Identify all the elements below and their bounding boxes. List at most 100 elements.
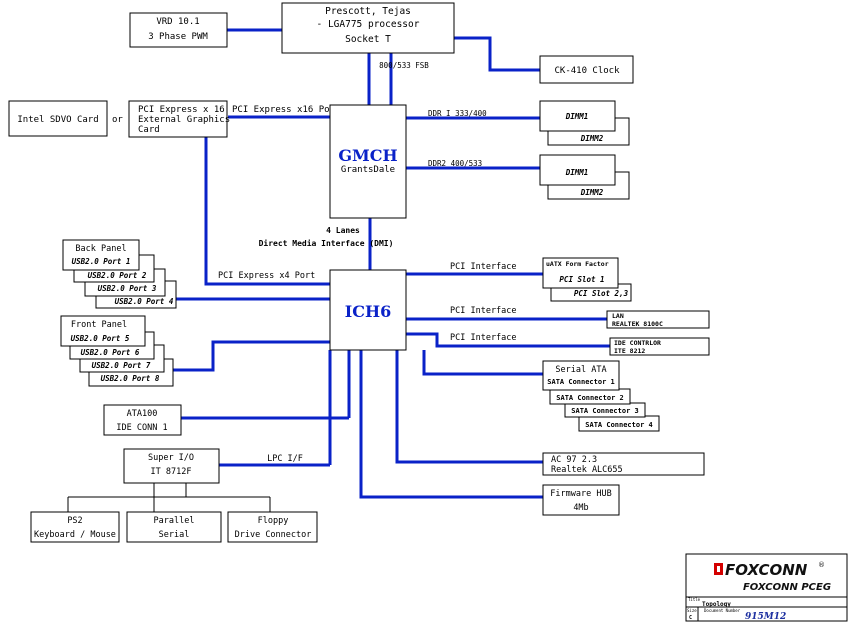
ps2-box: PS2 Keyboard / Mouse [30, 511, 120, 543]
svg-text:IDE CONTRLOR: IDE CONTRLOR [614, 339, 661, 347]
svg-text:Card: Card [138, 125, 160, 135]
bus-lines [172, 28, 610, 499]
ich6-hub: ICH6 [329, 269, 407, 351]
dimm1-label: DIMM1 [565, 112, 589, 121]
pcie-graphics-box: PCI Express x 16 External Graphics Card [128, 100, 230, 138]
dimm2-label: DIMM2 [580, 134, 604, 143]
floppy-box: Floppy Drive Connector [227, 511, 318, 543]
svg-text:PCI Express x 16: PCI Express x 16 [138, 105, 225, 115]
pci-slot-2-3: PCI Slot 2,3 [574, 289, 629, 298]
svg-text:Parallel: Parallel [154, 516, 195, 526]
usb-port-7: USB2.0 Port 7 [92, 361, 151, 370]
dimm-group-ddr2: DIMM1 DIMM2 [539, 154, 630, 200]
document-number-label: Document Number [704, 608, 741, 613]
usb-port-6: USB2.0 Port 6 [81, 348, 140, 357]
svg-text:External Graphics: External Graphics [138, 115, 230, 125]
svg-text:AC 97 2.3: AC 97 2.3 [551, 455, 597, 465]
svg-text:Serial: Serial [159, 530, 190, 540]
or-label: or [112, 115, 123, 125]
dmi-lanes-label: 4 Lanes [326, 226, 360, 235]
registered-mark-icon: ® [818, 561, 825, 569]
ddr1-label: DDR I 333/400 [428, 109, 487, 118]
pci-interface-label-1: PCI Interface [450, 262, 517, 272]
svg-text:Intel SDVO Card: Intel SDVO Card [17, 115, 98, 125]
svg-text:Floppy: Floppy [258, 516, 289, 526]
sata-connector-3: SATA Connector 3 [571, 407, 638, 415]
ddr2-label: DDR2 400/533 [428, 159, 482, 168]
svg-text:ITE 8212: ITE 8212 [614, 347, 645, 355]
svg-text:ATA100: ATA100 [127, 409, 158, 419]
gmch-hub: GMCH GrantsDale [329, 104, 407, 219]
svg-text:CK-410 Clock: CK-410 Clock [554, 66, 620, 76]
title-block: FOXCONN ® FOXCONN PCEG Title Topology Si… [685, 553, 848, 622]
company-name: FOXCONN PCEG [743, 582, 831, 593]
usb-port-3: USB2.0 Port 3 [98, 284, 157, 293]
svg-text:Drive Connector: Drive Connector [235, 530, 312, 540]
size-label: Size [687, 608, 697, 613]
svg-text:GMCH: GMCH [338, 146, 397, 165]
title-label: Title [688, 597, 701, 602]
svg-text:Prescott, Tejas: Prescott, Tejas [325, 6, 411, 17]
document-number: 915M12 [745, 612, 786, 622]
lan-box: LAN REALTEK 8100C [606, 310, 710, 329]
sata-connector-1: SATA Connector 1 [547, 378, 614, 386]
vrd-box: VRD 10.1 3 Phase PWM [129, 12, 228, 48]
dimm-group-ddr1: DIMM1 DIMM2 [539, 100, 630, 146]
sata-group: Serial ATA SATA Connector 1 SATA Connect… [542, 360, 660, 432]
pci-slot-1: PCI Slot 1 [559, 275, 604, 284]
sata-connector-4: SATA Connector 4 [585, 421, 652, 429]
svg-text:- LGA775 processor: - LGA775 processor [317, 19, 420, 30]
dimm2-label: DIMM2 [580, 188, 604, 197]
sata-title: Serial ATA [555, 365, 606, 375]
superio-connectors [67, 483, 271, 512]
svg-text:ICH6: ICH6 [345, 302, 391, 321]
pci-interface-label-2: PCI Interface [450, 306, 517, 316]
usb-port-8: USB2.0 Port 8 [101, 374, 160, 383]
svg-text:FOXCONN: FOXCONN [725, 561, 808, 579]
svg-text:PS2: PS2 [67, 516, 82, 526]
superio-box: Super I/O IT 8712F [123, 448, 220, 484]
usb-port-1: USB2.0 Port 1 [72, 257, 131, 266]
usb-port-2: USB2.0 Port 2 [88, 271, 147, 280]
cpu-box: Prescott, Tejas - LGA775 processor Socke… [281, 2, 455, 54]
sdvo-card-box: Intel SDVO Card [8, 100, 108, 137]
firmware-hub-box: Firmware HUB 4Mb [542, 484, 620, 516]
pcie4-label: PCI Express x4 Port [218, 271, 315, 281]
ide-controller-box: IDE CONTRLOR ITE 8212 [609, 337, 710, 356]
sata-connector-2: SATA Connector 2 [556, 394, 623, 402]
svg-text:4Mb: 4Mb [573, 503, 588, 513]
size-value: C [689, 615, 692, 621]
svg-text:GrantsDale: GrantsDale [341, 165, 395, 175]
ata100-box: ATA100 IDE CONN 1 [103, 404, 182, 436]
svg-text:Socket T: Socket T [345, 34, 391, 45]
back-panel-title: Back Panel [75, 244, 126, 254]
svg-text:3 Phase PWM: 3 Phase PWM [148, 32, 208, 42]
clock-box: CK-410 Clock [539, 55, 634, 84]
foxconn-logo: FOXCONN ® [714, 561, 825, 579]
svg-text:IT 8712F: IT 8712F [151, 467, 192, 477]
svg-text:REALTEK 8100C: REALTEK 8100C [612, 320, 663, 328]
form-factor-label: uATX Form Factor [546, 260, 609, 268]
svg-text:Realtek ALC655: Realtek ALC655 [551, 465, 623, 475]
usb-port-5: USB2.0 Port 5 [71, 334, 130, 343]
pci-slot-group: uATX Form Factor PCI Slot 1 PCI Slot 2,3 [542, 257, 632, 302]
svg-text:VRD 10.1: VRD 10.1 [156, 17, 199, 27]
svg-text:IDE CONN 1: IDE CONN 1 [116, 423, 167, 433]
front-panel-group: Front Panel USB2.0 Port 5 USB2.0 Port 6 … [60, 315, 174, 387]
svg-text:Keyboard / Mouse: Keyboard / Mouse [34, 530, 116, 540]
back-panel-group: Back Panel USB2.0 Port 1 USB2.0 Port 2 U… [62, 239, 177, 309]
dimm1-label: DIMM1 [565, 168, 589, 177]
ac97-box: AC 97 2.3 Realtek ALC655 [542, 452, 705, 476]
svg-text:LAN: LAN [612, 312, 624, 320]
pci-interface-label-3: PCI Interface [450, 333, 517, 343]
front-panel-title: Front Panel [71, 320, 127, 330]
svg-text:Super I/O: Super I/O [148, 453, 194, 463]
fsb-label: 800/533 FSB [379, 61, 429, 70]
lpc-label: LPC I/F [267, 454, 303, 464]
usb-port-4: USB2.0 Port 4 [115, 297, 174, 306]
pcie16-label: PCI Express x16 Port [232, 105, 340, 115]
sheet-title: Topology [702, 601, 731, 608]
dmi-label: Direct Media Interface (DMI) [259, 238, 394, 248]
parallel-box: Parallel Serial [126, 511, 222, 543]
